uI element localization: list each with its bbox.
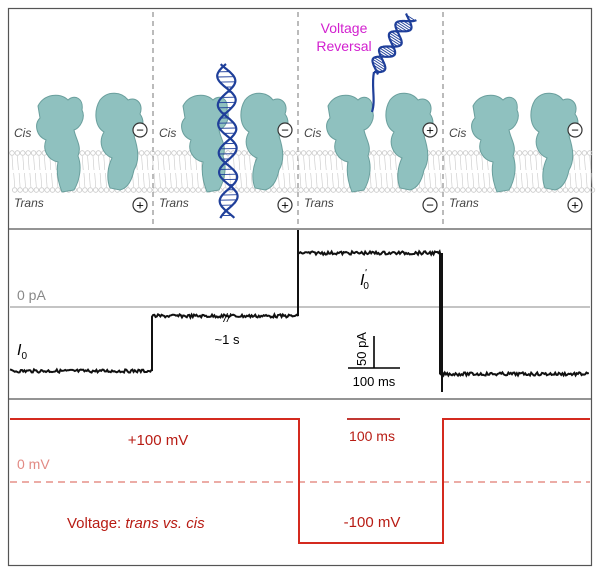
- scale-bar-current-label: 50 pA: [354, 332, 369, 366]
- voltage-caption: Voltage: trans vs. cis: [67, 515, 205, 532]
- trans-polarity-icon-sign: +: [571, 198, 579, 213]
- cis-polarity-icon: [567, 122, 583, 138]
- trans-label: Trans: [159, 196, 189, 210]
- figure-frame: [7, 7, 593, 567]
- time-break-mark: //: [223, 311, 232, 325]
- current-scale-bar: [348, 336, 400, 369]
- trans-polarity-icon: [132, 197, 148, 213]
- trans-label: Trans: [449, 196, 479, 210]
- trans-label: Trans: [304, 196, 334, 210]
- voltage-reversal-label-line1: Voltage: [321, 20, 368, 36]
- voltage-trace: [10, 418, 590, 544]
- cis-label: Cis: [14, 126, 31, 140]
- protein-subunit-right: [385, 92, 434, 191]
- protein-subunit-left: [181, 94, 229, 193]
- negative-voltage-label: -100 mV: [344, 514, 401, 531]
- trans-polarity-icon-sign: −: [426, 198, 434, 213]
- cis-polarity-icon-sign: −: [136, 123, 144, 138]
- protein-subunit-left: [36, 94, 84, 193]
- trans-label: Trans: [14, 196, 44, 210]
- protein-subunit-right: [95, 92, 144, 191]
- cis-polarity-icon: [277, 122, 293, 138]
- voltage-zero-label: 0 mV: [17, 456, 50, 472]
- scale-bar-time-label: 100 ms: [353, 374, 396, 389]
- protein-subunit-left: [471, 94, 519, 193]
- cis-label: Cis: [449, 126, 466, 140]
- voltage-scale-label: 100 ms: [349, 428, 395, 444]
- cis-polarity-icon-sign: +: [426, 123, 434, 138]
- voltage-reversal-label-line2: Reversal: [316, 38, 371, 54]
- dna-helix-threaded: [216, 63, 239, 219]
- trans-polarity-icon-sign: +: [281, 198, 289, 213]
- trans-polarity-icon: [422, 197, 438, 213]
- cis-polarity-icon: [422, 122, 438, 138]
- dna-single-strand-tail: [370, 71, 376, 113]
- cis-label: Cis: [304, 126, 321, 140]
- trans-polarity-icon: [567, 197, 583, 213]
- i0-label: I0: [17, 342, 27, 362]
- current-trace: [9, 249, 590, 378]
- cis-polarity-icon-sign: −: [281, 123, 289, 138]
- cis-polarity-icon-sign: −: [571, 123, 579, 138]
- cis-label: Cis: [159, 126, 176, 140]
- cis-polarity-icon: [132, 122, 148, 138]
- trans-polarity-icon: [277, 197, 293, 213]
- i0-prime-label: I'0: [360, 268, 369, 292]
- dna-helix-ejecting: [371, 13, 417, 75]
- trans-polarity-icon-sign: +: [136, 198, 144, 213]
- protein-subunit-left: [326, 94, 374, 193]
- time-break-duration: ~1 s: [215, 332, 240, 347]
- positive-voltage-label: +100 mV: [128, 432, 188, 449]
- protein-subunit-right: [530, 92, 579, 191]
- protein-subunit-right: [240, 92, 289, 191]
- current-zero-label: 0 pA: [17, 287, 46, 303]
